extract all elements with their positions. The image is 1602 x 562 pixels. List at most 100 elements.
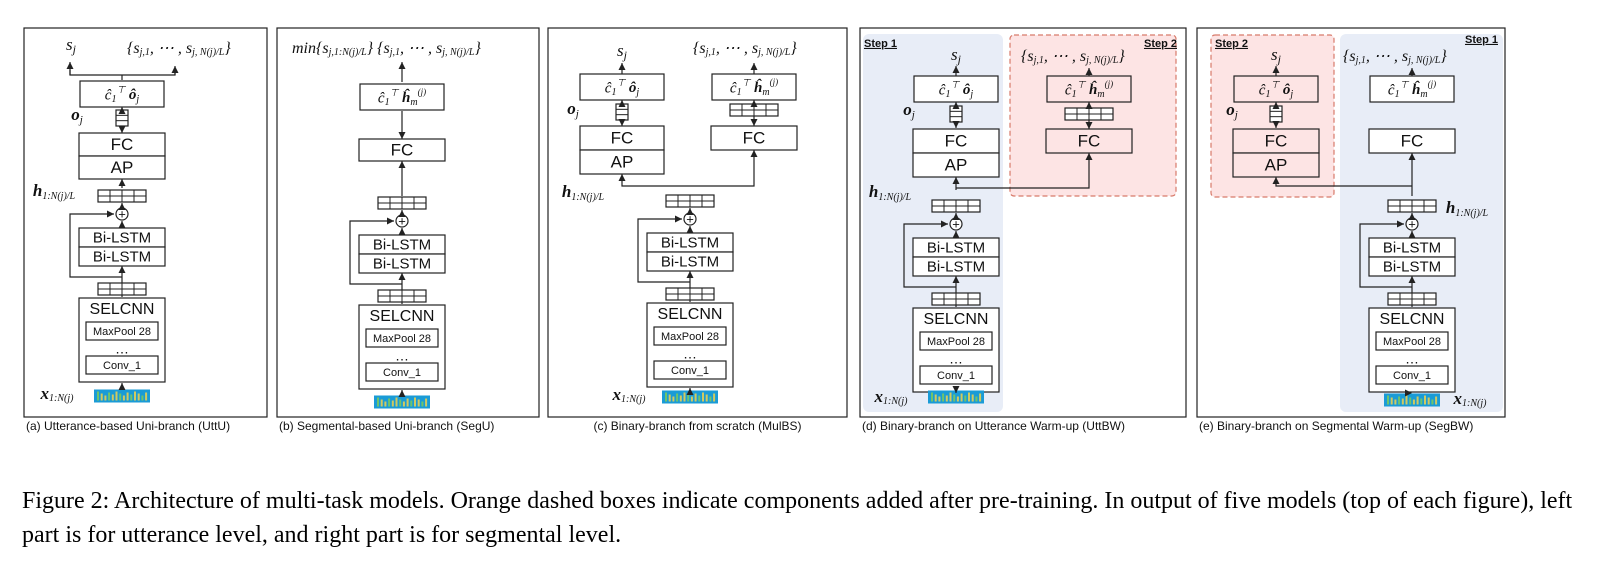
panel-caption-5: (e) Binary-branch on Segmental Warm-up (…	[1199, 419, 1473, 433]
spectrogram-band	[687, 394, 690, 402]
conv1-box	[919, 365, 993, 385]
spectrogram-band	[713, 393, 716, 402]
label-s-j-sub: j	[71, 42, 77, 56]
spectrogram-band	[934, 394, 937, 402]
step-label: Step 1	[864, 38, 897, 50]
sum-plus-sign: +	[118, 206, 126, 221]
label-o-j-sub: j	[910, 109, 915, 121]
spectrogram-band	[931, 392, 933, 402]
score-sup: ⊤	[390, 88, 400, 99]
ellipsis: …	[1405, 351, 1419, 367]
score-sub: 1	[385, 97, 390, 108]
score-vec: ô	[1279, 82, 1290, 98]
set-sub1: j,1	[138, 47, 150, 58]
panel-caption-3: (c) Binary-branch from scratch (MulBS)	[593, 419, 801, 433]
label-o-j: oj	[567, 99, 579, 120]
score-sup: ⊤	[1270, 80, 1280, 91]
residual-path	[903, 220, 956, 288]
bilstm-2-label: Bi-LSTM	[373, 255, 431, 272]
spectrogram-band	[698, 395, 701, 402]
bilstm-2-label: Bi-LSTM	[93, 248, 151, 265]
score-sub: 1	[1265, 89, 1270, 100]
set-mid: , ⋯ , s	[1366, 48, 1408, 65]
spectrogram-band	[975, 396, 978, 402]
set-open: {s	[377, 40, 390, 57]
residual-path	[637, 215, 690, 283]
segment-score-box	[1369, 75, 1455, 103]
fc-utterance-label: FC	[945, 131, 968, 150]
spectrogram-band	[668, 394, 671, 402]
conv1-box	[653, 360, 727, 380]
panel-caption-4: (d) Binary-branch on Utterance Warm-up (…	[862, 419, 1125, 433]
spectrogram-band	[122, 395, 125, 401]
score-vec-sub: m	[410, 97, 417, 108]
spectrogram-band	[414, 397, 416, 407]
spectrogram-band	[964, 395, 967, 402]
ap-label: AP	[111, 158, 134, 177]
spectrogram-band	[705, 394, 708, 402]
spectrogram-band	[97, 391, 99, 401]
score-vec: ĥ	[1408, 80, 1420, 98]
fc-label: FC	[111, 135, 134, 154]
label-s-j: sj	[617, 41, 628, 62]
spectrogram-band	[104, 395, 107, 401]
spectrogram-band	[126, 392, 129, 401]
spectrogram-band	[665, 392, 667, 402]
score-vec: ô	[959, 82, 970, 98]
spectrogram-band	[1431, 399, 1434, 405]
bilstm-2-label: Bi-LSTM	[927, 258, 985, 275]
label-s-j-sub: j	[622, 48, 628, 62]
maxpool-label: MaxPool 28	[373, 333, 431, 345]
spectrogram-band	[971, 394, 974, 402]
min-prefix: min{s	[292, 40, 329, 57]
spectrogram-band	[377, 397, 379, 407]
score-vec-sup: (j)	[1105, 79, 1114, 89]
maxpool-box	[85, 321, 159, 341]
ellipsis: …	[115, 341, 129, 357]
architecture-diagram: (a) Utterance-based Uni-branch (UttU) (b)…	[23, 27, 1506, 433]
set-mid: , ⋯ , s	[1044, 48, 1086, 65]
spectrogram-band	[137, 393, 140, 401]
spectrogram-band	[119, 393, 122, 401]
set-open: {s	[127, 40, 140, 57]
maxpool-label: MaxPool 28	[661, 331, 719, 343]
score-vec-sub: j	[634, 87, 639, 98]
spectrogram-band	[1416, 396, 1419, 405]
set-mid: , ⋯ , s	[400, 40, 442, 57]
spectrogram-band	[709, 396, 712, 402]
spectrogram-band	[1427, 397, 1430, 405]
bilstm-2-box	[1368, 256, 1456, 277]
conv1-box	[85, 355, 159, 375]
maxpool-box	[919, 331, 993, 351]
selcnn-label: SELCNN	[1380, 311, 1445, 328]
spectrogram-band	[1401, 398, 1404, 405]
panel-caption-2: (b) Segmental-based Uni-branch (SegU)	[279, 419, 494, 433]
fc-utterance-box	[579, 125, 665, 151]
split-to-fc-segment	[956, 153, 1093, 189]
spectrogram-band	[690, 396, 693, 402]
ellipsis: …	[683, 346, 697, 362]
label-s-j-sub: j	[1276, 52, 1282, 66]
ap-label: AP	[611, 152, 634, 171]
set-sub2: j, N(j)/L	[1084, 55, 1119, 66]
maxpool-box	[1375, 331, 1449, 351]
spectrogram-band	[979, 393, 982, 402]
set-sub1: j,1	[1354, 55, 1366, 66]
step-label: Step 2	[1215, 38, 1248, 50]
sum-plus-sign: +	[1408, 216, 1416, 231]
spectrogram-band	[100, 393, 103, 401]
fc-utterance-label: FC	[1265, 131, 1288, 150]
spectrogram-band	[1409, 397, 1412, 405]
maxpool-label: MaxPool 28	[927, 336, 985, 348]
min-sub: j,1:N(j)/L	[327, 47, 367, 58]
panel-caption-1: (a) Utterance-based Uni-branch (UttU)	[26, 419, 230, 433]
residual-path	[1359, 220, 1412, 288]
spectrogram-band	[949, 392, 952, 402]
score-vec-sub: m	[1097, 89, 1104, 100]
bilstm-2-label: Bi-LSTM	[661, 253, 719, 270]
spectrogram-band	[702, 392, 704, 402]
bilstm-2-box	[78, 246, 166, 267]
spectrogram-band	[1405, 395, 1408, 405]
utterance-embedding	[615, 103, 629, 121]
step-label: Step 1	[1465, 34, 1498, 46]
